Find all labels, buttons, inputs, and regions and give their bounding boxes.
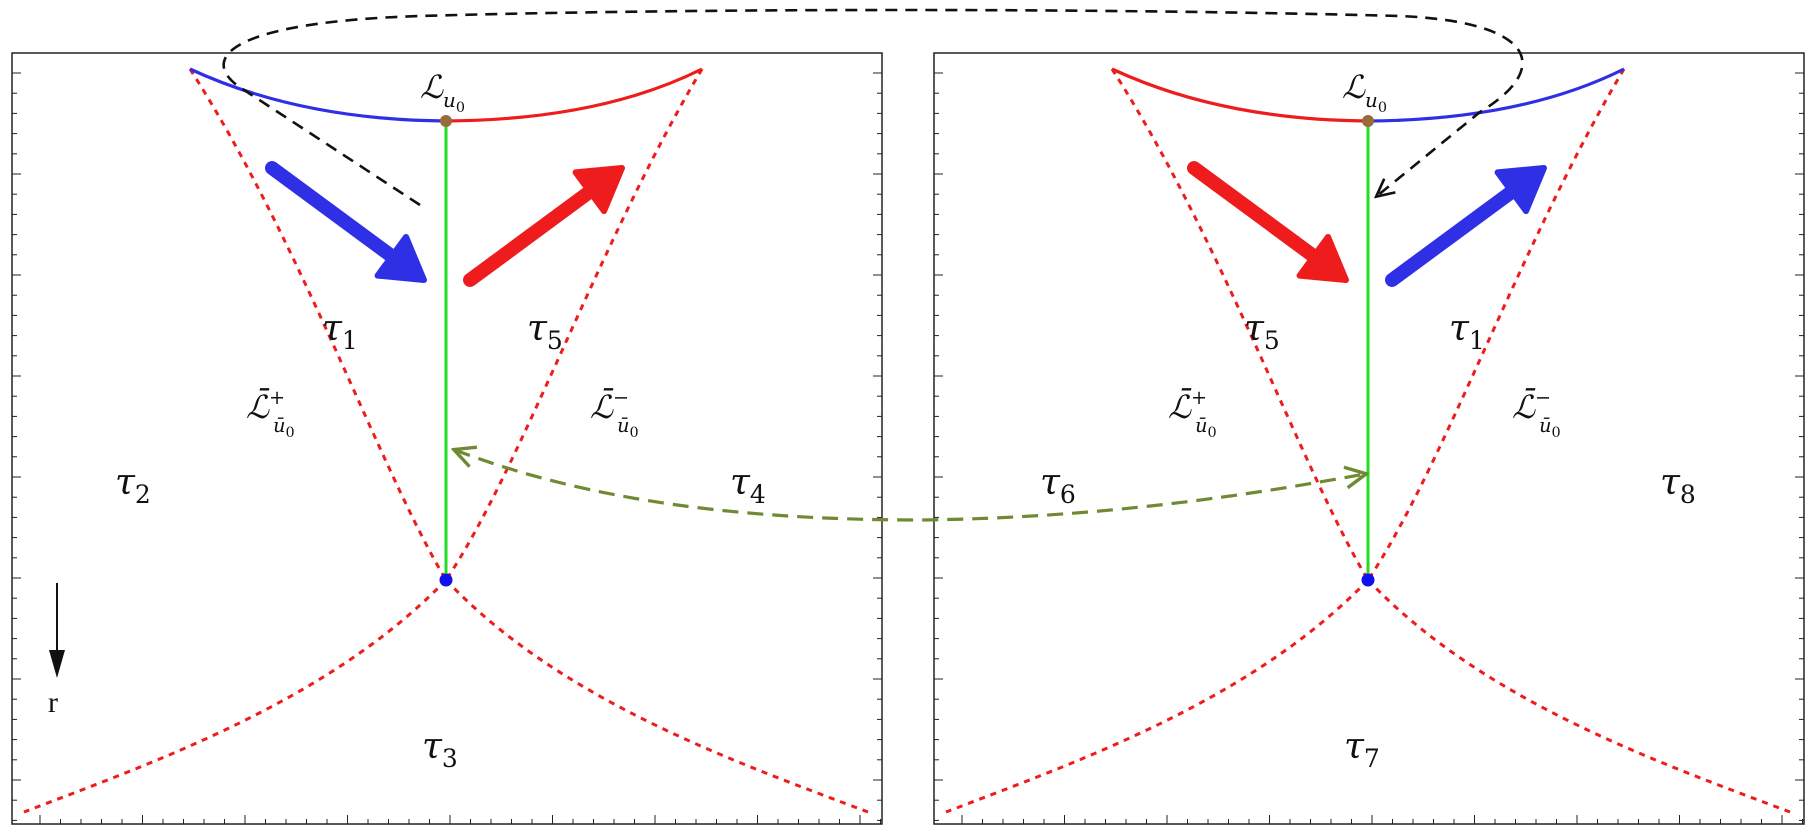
top-point: [1362, 115, 1374, 127]
right-horizon-label: ℒ̄−ū0: [590, 386, 639, 441]
top-boundary-right-half: [445, 67, 703, 123]
top-boundary-right-half: [1367, 67, 1625, 123]
region-upper-right-label: τ1: [1449, 308, 1485, 355]
top-boundary-label: ℒu0: [420, 68, 465, 116]
thick-arrow-left: [1187, 161, 1349, 283]
left-horizon-lower: [945, 578, 1370, 814]
left-horizon-lower: [23, 578, 448, 814]
r-axis-label: r: [48, 686, 58, 719]
green-line-identification-connector: [455, 450, 1365, 522]
region-side-right-label: τ4: [730, 462, 766, 509]
region-side-right-label: τ8: [1660, 462, 1696, 509]
r-arrow-head: [49, 650, 65, 678]
r-axis-indicator: r: [48, 583, 65, 719]
left-horizon-upper: [188, 68, 448, 581]
region-side-left-label: τ2: [115, 462, 151, 509]
top-boundary-left-half: [1111, 67, 1369, 123]
panel-frame: [11, 52, 883, 825]
frame-ticks: [934, 72, 1804, 824]
right-horizon-upper: [444, 68, 704, 581]
top-boundary-label: ℒu0: [1342, 68, 1387, 116]
panel-frame: [933, 52, 1805, 825]
frame-ticks: [12, 72, 882, 824]
top-point: [440, 115, 452, 127]
region-upper-right-label: τ5: [527, 308, 563, 355]
region-side-left-label: τ6: [1040, 462, 1076, 509]
thick-arrow-right: [463, 165, 625, 287]
identification-ellipse-connector: [222, 8, 1524, 207]
right-horizon-upper: [1366, 68, 1626, 581]
region-upper-left-label: τ1: [322, 308, 358, 355]
thick-arrow-left: [265, 161, 427, 283]
left-horizon-label: ℒ̄+ū0: [246, 386, 295, 441]
bifurcation-point: [1361, 573, 1375, 587]
thick-arrow-right: [1385, 165, 1547, 287]
region-upper-left-label: τ5: [1244, 308, 1280, 355]
left-horizon-upper: [1110, 68, 1370, 581]
top-boundary-left-half: [189, 67, 447, 123]
bifurcation-point: [439, 573, 453, 587]
region-bottom-label: τ3: [422, 726, 458, 773]
right-horizon-lower: [444, 578, 869, 814]
left-horizon-label: ℒ̄+ū0: [1168, 386, 1217, 441]
right-horizon-lower: [1366, 578, 1791, 814]
right-horizon-label: ℒ̄−ū0: [1512, 386, 1561, 441]
region-bottom-label: τ7: [1344, 726, 1380, 773]
